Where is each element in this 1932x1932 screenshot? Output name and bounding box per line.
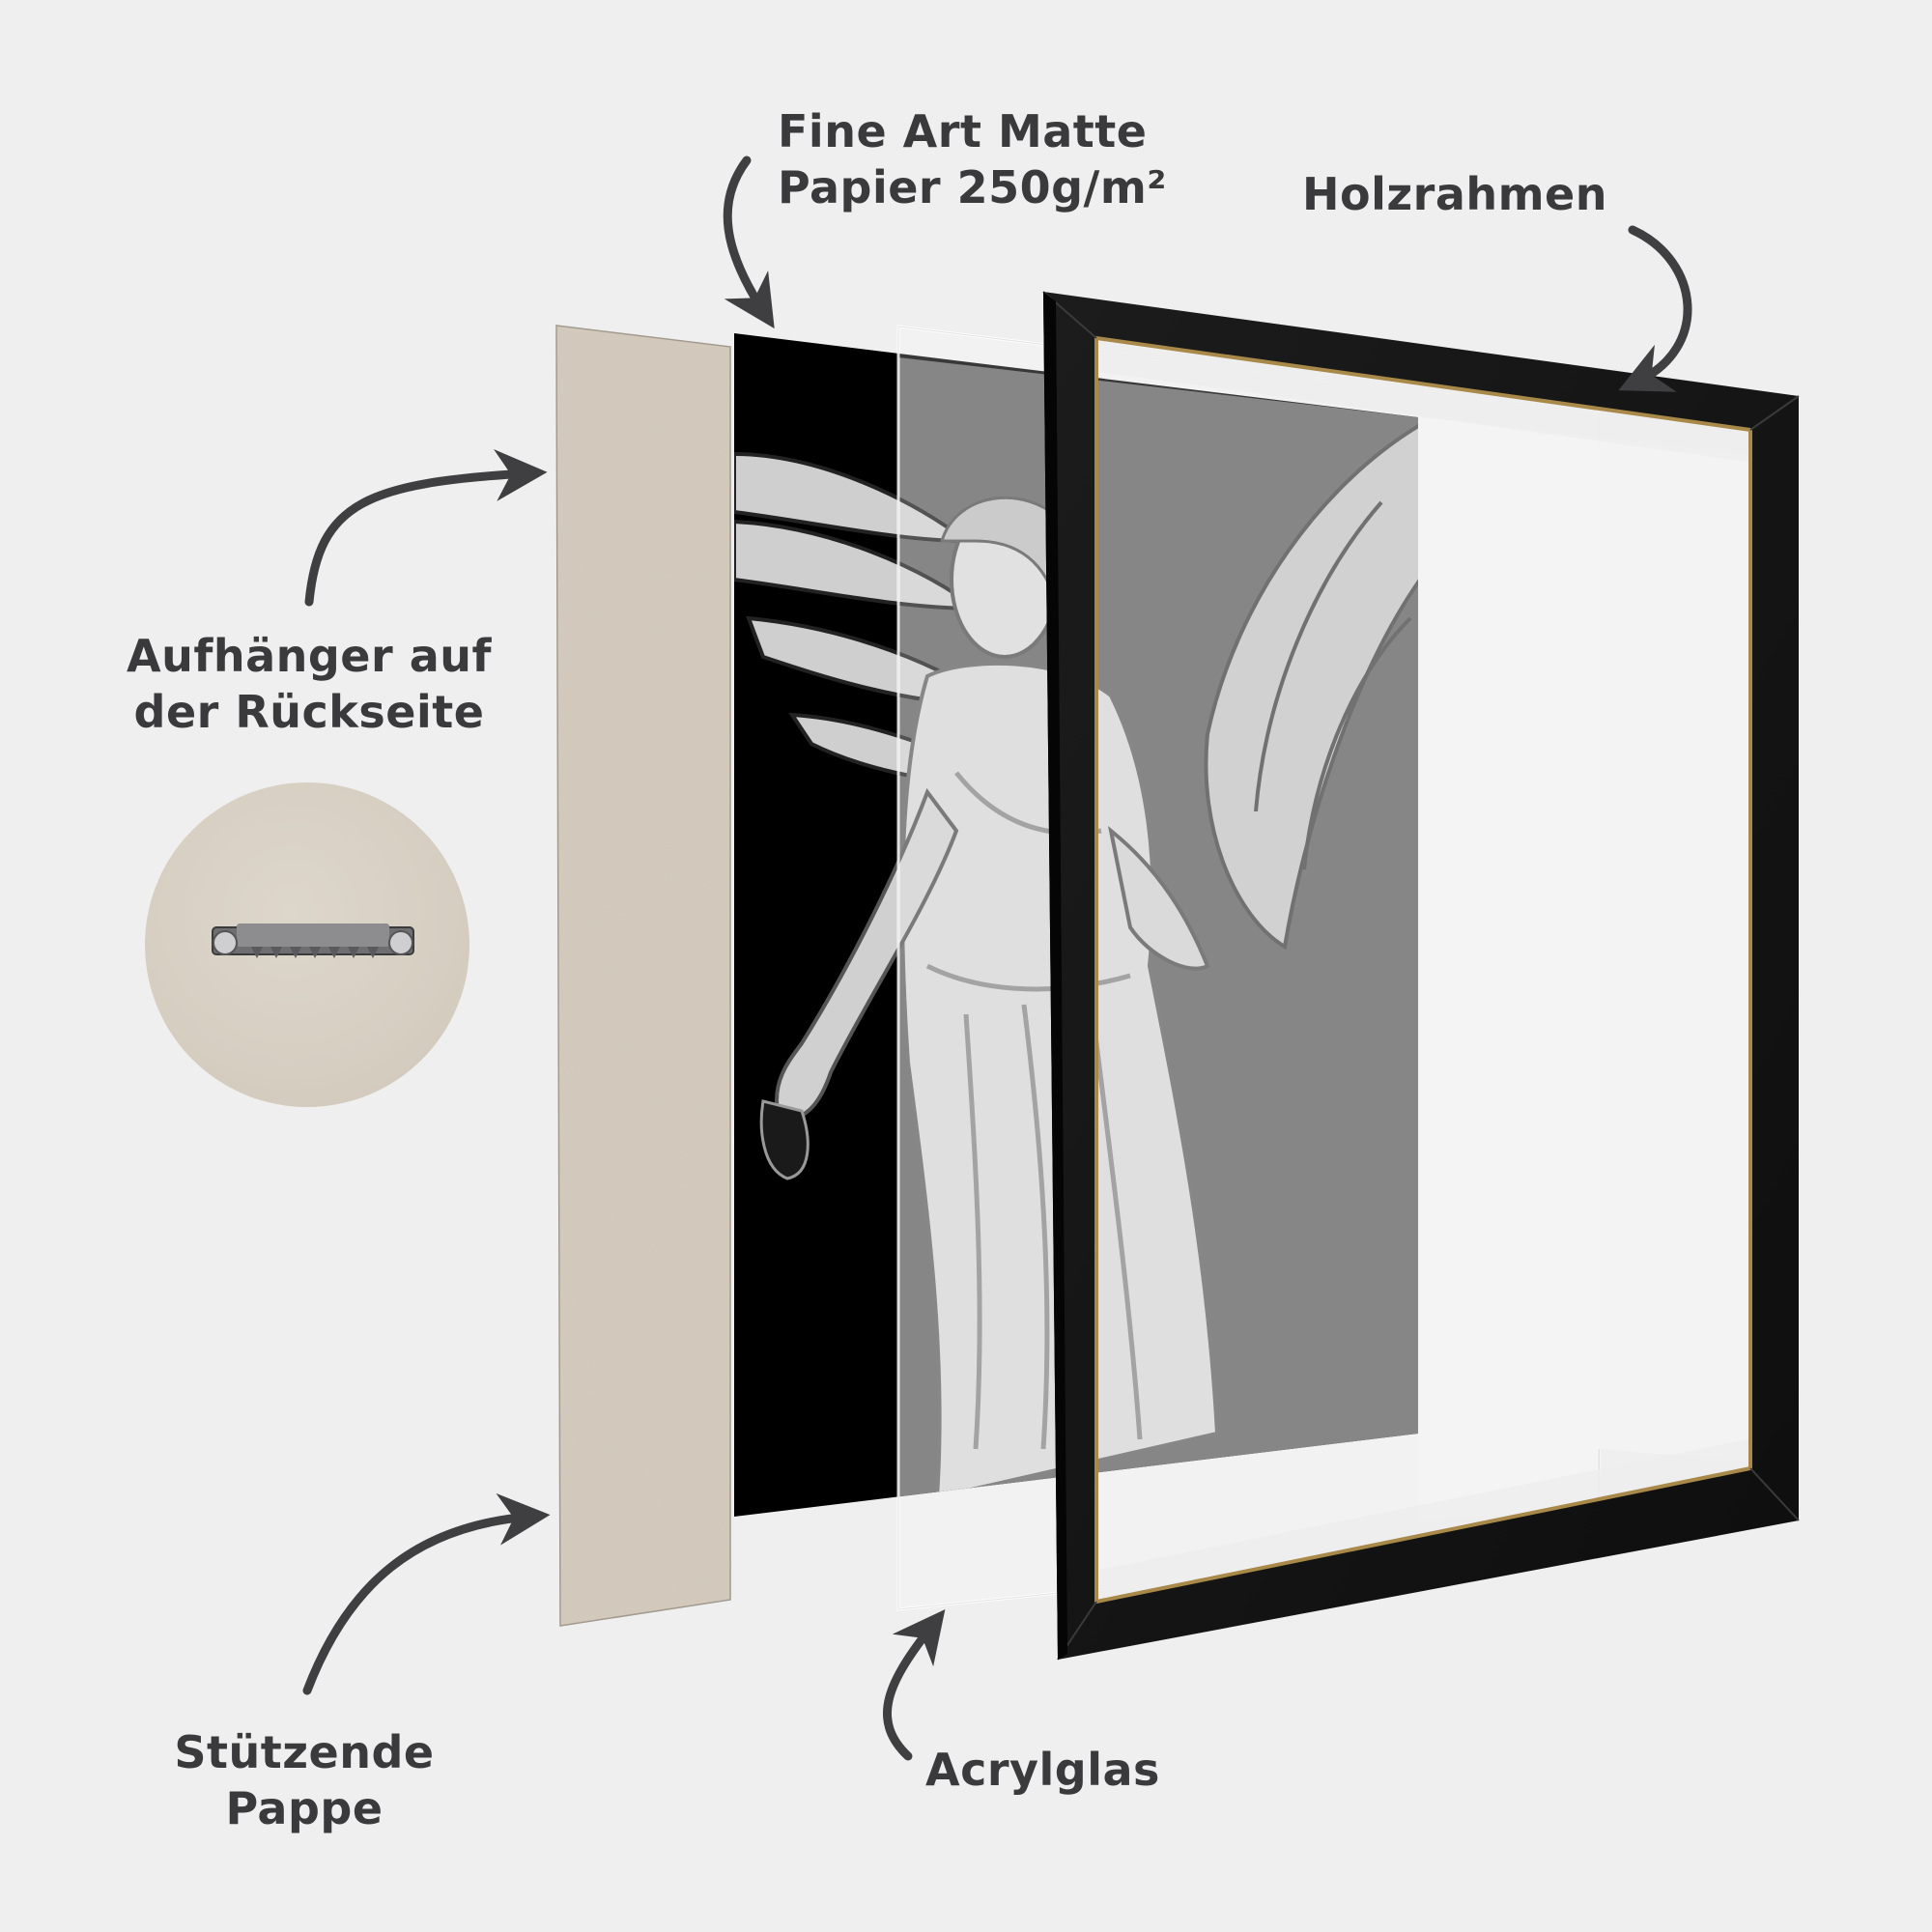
label-paper: Fine Art Matte Papier 250g/m²: [778, 103, 1167, 215]
hanger-detail-circle: [145, 782, 469, 1107]
label-hanger-line1: Aufhänger auf: [126, 630, 493, 682]
arrow-acrylic: [883, 1609, 946, 1761]
arrow-paper: [723, 156, 775, 329]
label-paper-line1: Fine Art Matte: [778, 105, 1148, 157]
arrows: [302, 156, 1692, 1761]
arrow-backing: [302, 1492, 551, 1695]
label-acrylic: Acrylglas: [925, 1744, 1160, 1796]
label-hanger-line2: der Rückseite: [133, 686, 485, 738]
label-frame: Holzrahmen: [1302, 168, 1607, 220]
label-backing: Stützende Pappe: [155, 1724, 454, 1836]
wood-frame: [1042, 291, 1800, 1661]
arrow-hanger: [304, 449, 548, 607]
label-backing-line2: Pappe: [225, 1782, 384, 1834]
sawtooth-hanger-icon: [212, 923, 414, 958]
label-hanger: Aufhänger auf der Rückseite: [116, 628, 502, 740]
backing-board: [555, 325, 731, 1627]
label-backing-line1: Stützende: [174, 1726, 435, 1778]
arrow-frame: [1618, 225, 1692, 392]
label-paper-line2: Papier 250g/m²: [778, 161, 1167, 213]
